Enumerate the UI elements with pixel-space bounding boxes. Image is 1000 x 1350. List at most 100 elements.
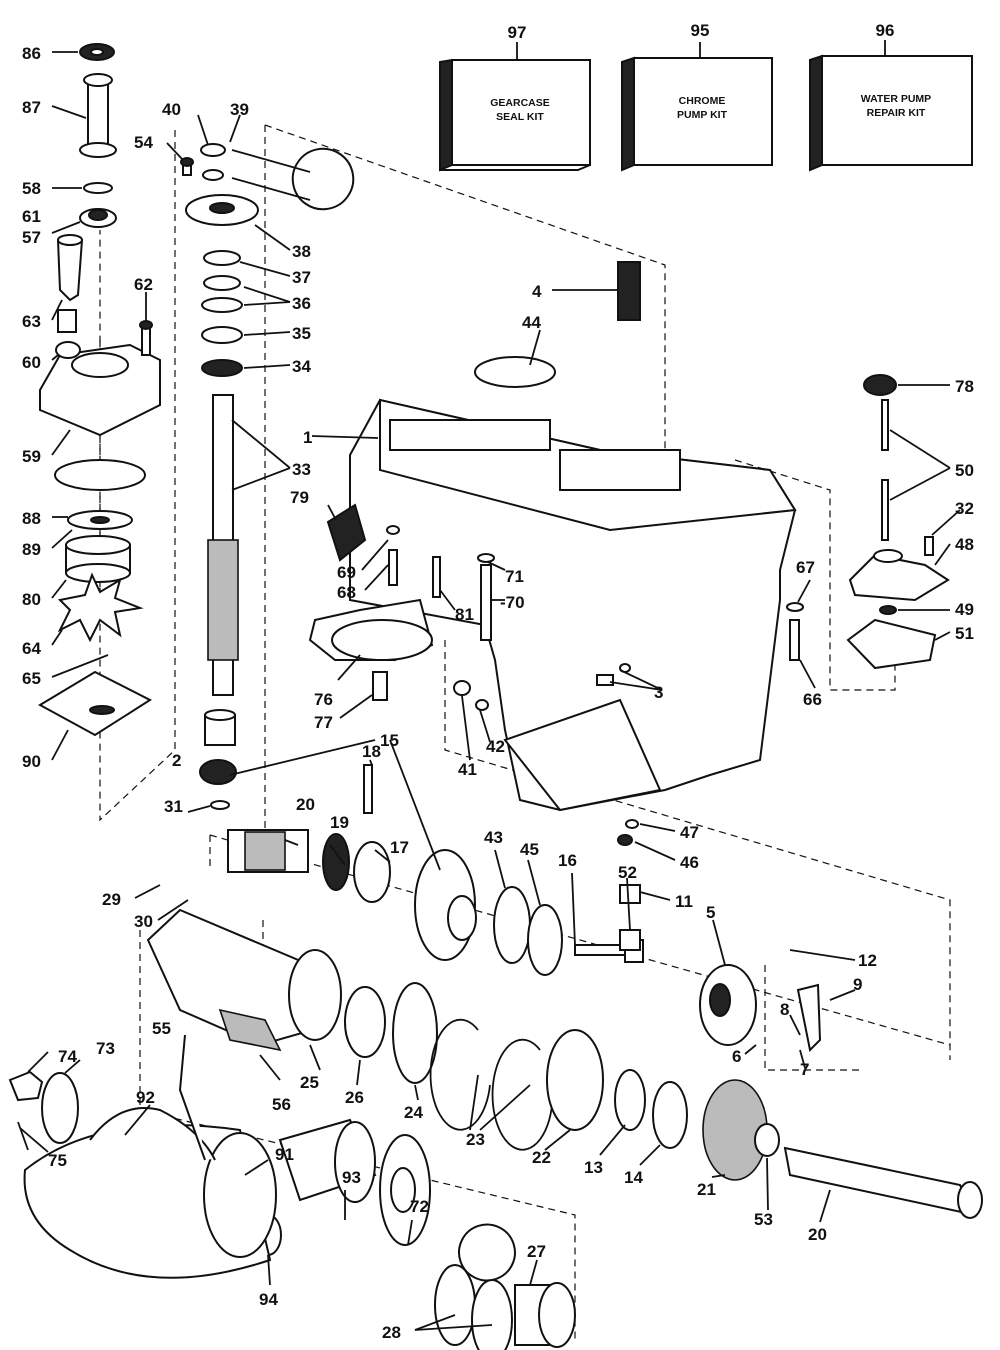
- part-label-11: 11: [675, 892, 693, 911]
- part-label-96: 96: [876, 21, 895, 40]
- part-label-2: 2: [172, 751, 181, 770]
- part-label-41: 41: [458, 760, 477, 779]
- part-label-95: 95: [691, 21, 710, 40]
- part-label-42: 42: [486, 737, 505, 756]
- part-label-33: 33: [292, 460, 311, 479]
- part-label-22: 22: [532, 1148, 551, 1167]
- part-label-6: 6: [732, 1047, 741, 1066]
- part-label-21: 21: [697, 1180, 716, 1199]
- part-label-34: 34: [292, 357, 311, 376]
- part-label-13: 13: [584, 1158, 603, 1177]
- part-label-69: 69: [337, 563, 356, 582]
- part-label-12: 12: [858, 951, 877, 970]
- part-label-20b: 20: [808, 1225, 827, 1244]
- part-label-44: 44: [522, 313, 541, 332]
- leader-lines: [19, 51, 961, 1331]
- part-label-14: 14: [624, 1168, 643, 1187]
- kit-box-water-pump-repair: WATER PUMP REPAIR KIT: [809, 54, 973, 172]
- part-label-73: 73: [96, 1039, 115, 1058]
- part-label-92: 92: [136, 1088, 155, 1107]
- part-label-93: 93: [342, 1168, 361, 1187]
- part-label-27: 27: [527, 1242, 546, 1261]
- part-label-68: 68: [337, 583, 356, 602]
- part-label-86: 86: [22, 44, 41, 63]
- part-label-30: 30: [134, 912, 153, 931]
- part-label-58: 58: [22, 179, 41, 198]
- part-label-70: -70: [500, 593, 525, 612]
- kit-box-chrome-pump: CHROME PUMP KIT: [621, 56, 773, 172]
- part-label-78: 78: [955, 377, 974, 396]
- part-label-29: 29: [102, 890, 121, 909]
- right-side-parts: [786, 374, 950, 670]
- kit-box-gearcase-seal: GEARCASE SEAL KIT: [439, 58, 591, 172]
- part-label-51: 51: [955, 624, 974, 643]
- part-label-9: 9: [853, 975, 862, 994]
- part-label-65: 65: [22, 669, 41, 688]
- part-label-3: 3: [654, 683, 663, 702]
- part-label-50: 50: [955, 461, 974, 480]
- part-label-87: 87: [22, 98, 41, 117]
- part-label-26: 26: [345, 1088, 364, 1107]
- kit-95-line1: CHROME: [679, 95, 726, 107]
- part-label-8: 8: [780, 1000, 789, 1019]
- part-label-31: 31: [164, 797, 183, 816]
- part-label-76: 76: [314, 690, 333, 709]
- water-pump-stack: [37, 43, 161, 737]
- part-label-40: 40: [162, 100, 181, 119]
- part-label-60: 60: [22, 353, 41, 372]
- part-label-32: 32: [955, 499, 974, 518]
- part-label-17: 17: [390, 838, 409, 857]
- driveshaft-stack: [180, 143, 355, 810]
- part-label-64: 64: [22, 639, 41, 658]
- part-label-19: 19: [330, 813, 349, 832]
- kit-96-line1: WATER PUMP: [861, 93, 931, 105]
- part-label-16: 16: [558, 851, 577, 870]
- part-label-37: 37: [292, 268, 311, 287]
- kit-97-line2: SEAL KIT: [496, 111, 544, 123]
- part-label-55: 55: [152, 1019, 171, 1038]
- part-label-80: 80: [22, 590, 41, 609]
- kit-96-line2: REPAIR KIT: [867, 107, 926, 119]
- part-label-4: 4: [532, 282, 542, 301]
- part-label-71: 71: [505, 567, 524, 586]
- part-label-88: 88: [22, 509, 41, 528]
- part-label-24: 24: [404, 1103, 423, 1122]
- kit-97-line1: GEARCASE: [490, 97, 550, 109]
- part-label-5: 5: [706, 903, 715, 922]
- part-label-39: 39: [230, 100, 249, 119]
- part-label-72: 72: [410, 1197, 429, 1216]
- part-label-35: 35: [292, 324, 311, 343]
- part-label-97: 97: [508, 23, 527, 42]
- part-label-91: 91: [275, 1145, 294, 1164]
- part-label-36: 36: [292, 294, 311, 313]
- part-label-1: 1: [303, 428, 312, 447]
- part-label-48: 48: [955, 535, 974, 554]
- part-label-57: 57: [22, 228, 41, 247]
- part-label-59: 59: [22, 447, 41, 466]
- part-label-7: 7: [800, 1060, 809, 1079]
- part-label-79: 79: [290, 488, 309, 507]
- part-label-90: 90: [22, 752, 41, 771]
- part-label-52: 52: [618, 863, 637, 882]
- part-label-75: 75: [48, 1151, 67, 1170]
- part-label-94: 94: [259, 1290, 278, 1309]
- part-label-74: 74: [58, 1047, 77, 1066]
- part-label-67: 67: [796, 558, 815, 577]
- part-label-15: 15: [380, 731, 399, 750]
- part-label-62: 62: [134, 275, 153, 294]
- part-label-43: 43: [484, 828, 503, 847]
- part-label-38: 38: [292, 242, 311, 261]
- part-label-45: 45: [520, 840, 539, 859]
- propeller: [8, 1034, 277, 1279]
- part-label-89: 89: [22, 540, 41, 559]
- part-label-18: 18: [362, 742, 381, 761]
- part-label-63: 63: [22, 312, 41, 331]
- gearcase-housing: [349, 261, 797, 812]
- part-label-53: 53: [754, 1210, 773, 1229]
- kit-95-line2: PUMP KIT: [677, 109, 728, 121]
- part-label-61: 61: [22, 207, 41, 226]
- part-label-25: 25: [300, 1073, 319, 1092]
- part-label-77: 77: [314, 713, 333, 732]
